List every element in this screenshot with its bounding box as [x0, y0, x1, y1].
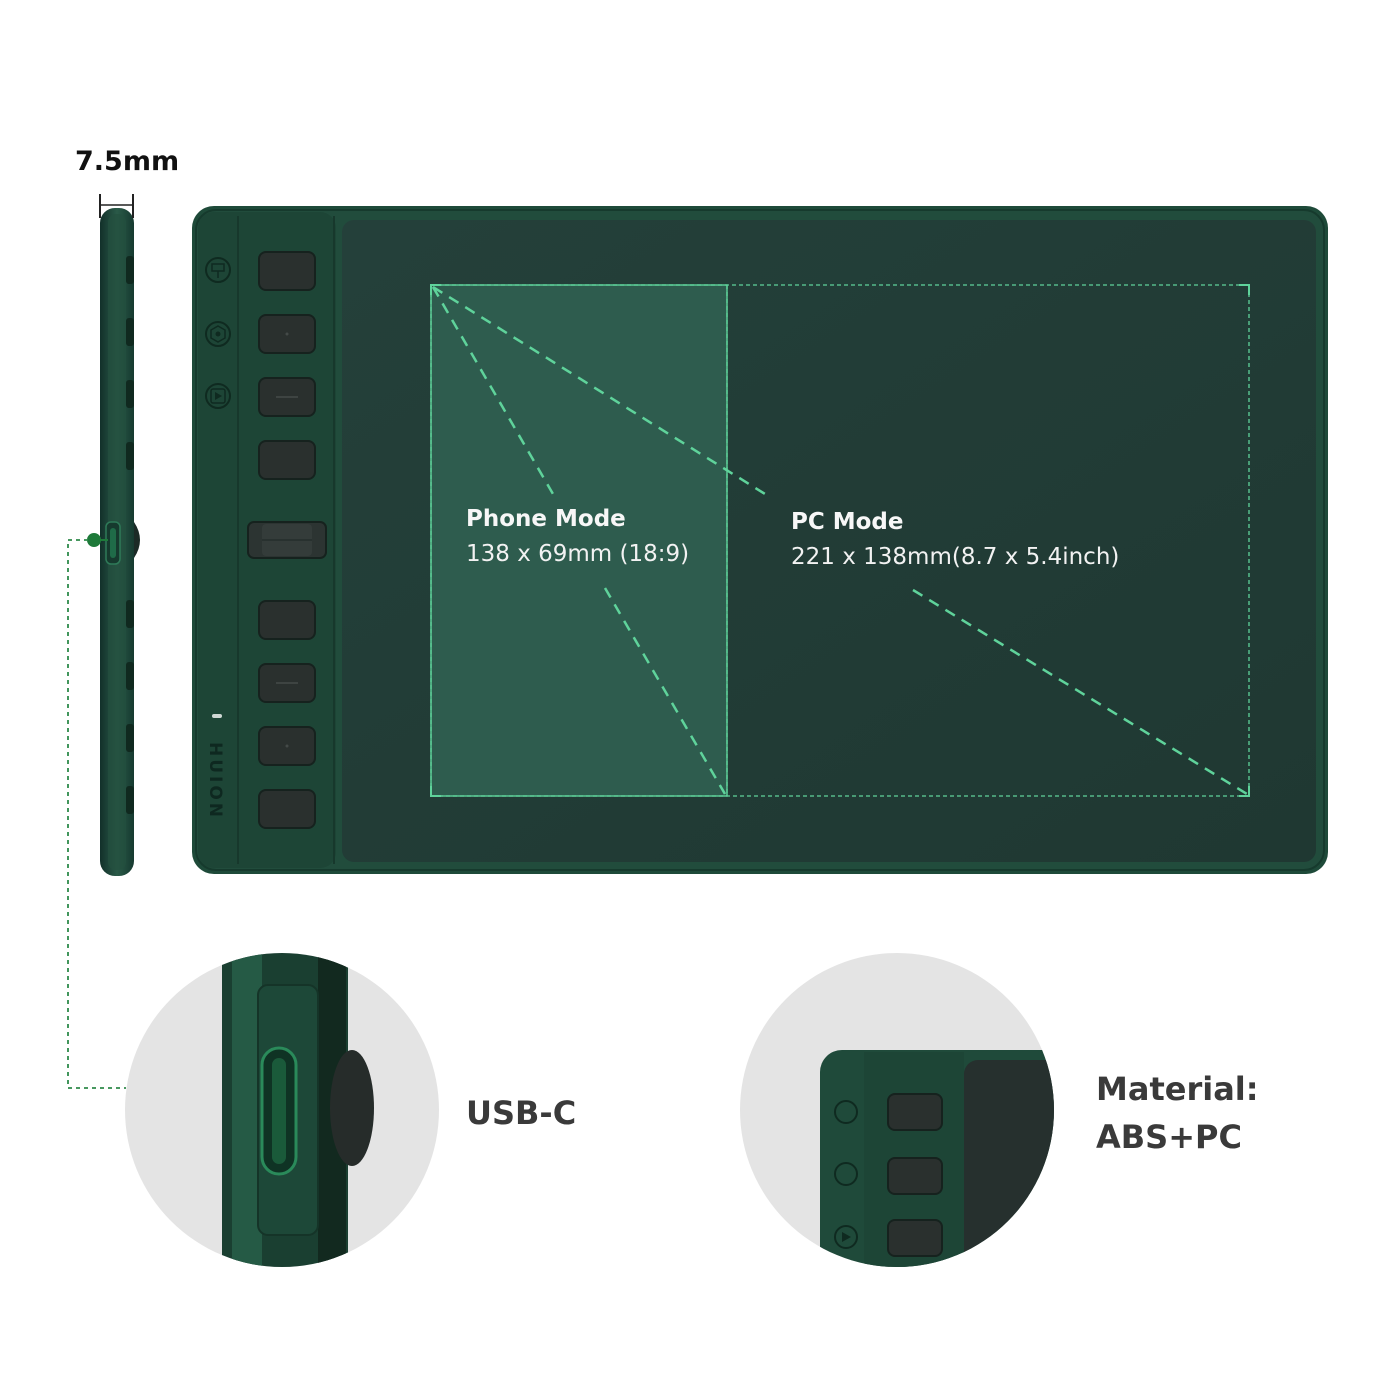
material-callout-line2: ABS+PC	[1096, 1118, 1242, 1156]
usbc-callout: USB-C	[466, 1094, 577, 1132]
diagonal-guides	[431, 285, 1248, 796]
express-key-8[interactable]	[258, 789, 316, 829]
pc-mode-title: PC Mode	[791, 509, 904, 535]
thickness-dimension	[99, 194, 134, 218]
express-key-4[interactable]	[258, 440, 316, 480]
status-indicator	[212, 714, 222, 718]
play-icon	[205, 383, 231, 409]
material-callout-line1: Material:	[1096, 1070, 1259, 1108]
express-keys	[258, 251, 316, 829]
hexagon-settings-icon	[205, 321, 231, 347]
brand-logo: HUION	[205, 742, 225, 820]
scroll-dial[interactable]	[247, 521, 327, 559]
express-key-detail-1	[887, 1093, 943, 1131]
express-key-1[interactable]	[258, 251, 316, 291]
tablet-body	[192, 206, 1328, 874]
material-detail-circle	[740, 953, 1054, 1267]
express-key-detail-2	[887, 1157, 943, 1195]
pc-mode-size: 221 x 138mm(8.7 x 5.4inch)	[791, 544, 1120, 570]
phone-mode-size: 138 x 69mm (18:9)	[466, 541, 690, 567]
pc-mode-outline	[430, 284, 1250, 797]
side-profile	[100, 208, 140, 876]
express-key-detail-3	[887, 1219, 943, 1257]
paint-bucket-icon	[205, 257, 231, 283]
usbc-detail-circle	[125, 953, 439, 1267]
thickness-label: 7.5mm	[75, 146, 180, 177]
usbc-leader-line	[67, 533, 126, 1089]
phone-mode-title: Phone Mode	[466, 506, 626, 532]
express-key-5[interactable]	[258, 600, 316, 640]
